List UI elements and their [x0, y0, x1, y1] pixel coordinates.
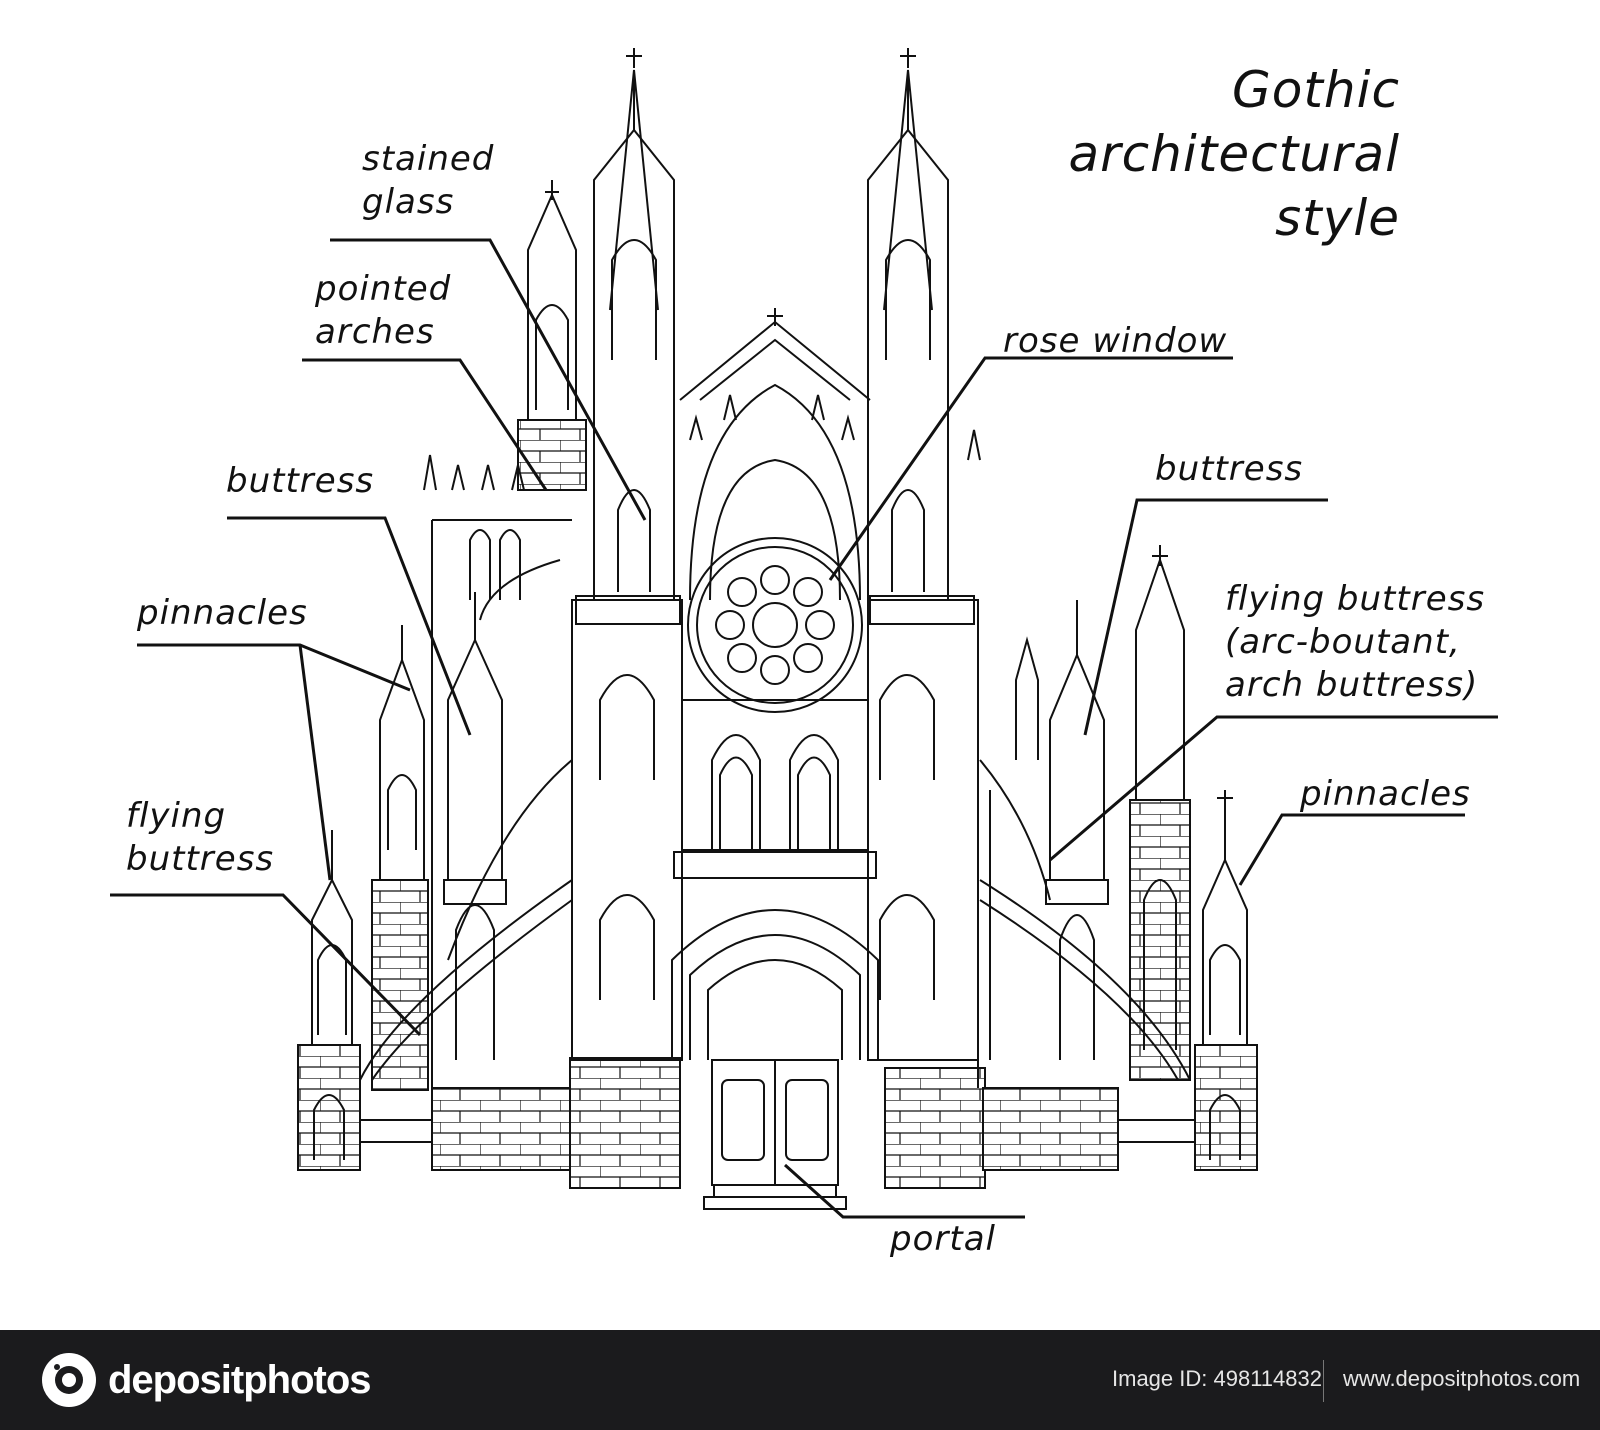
rose-petals	[715, 565, 835, 685]
title-line-2: architectural	[1068, 125, 1400, 183]
diagram-title: Gothic architectural style	[1068, 58, 1400, 250]
label-line: pinnacles	[1300, 774, 1471, 814]
label-line: pinnacles	[137, 593, 308, 633]
label-flying-buttress-left: flying buttress	[126, 795, 274, 881]
label-buttress-right: buttress	[1155, 448, 1303, 491]
label-buttress-left: buttress	[226, 460, 374, 503]
label-line: buttress	[226, 461, 375, 501]
brand-name: depositphotos	[108, 1357, 372, 1402]
footer-bar: depositphotos Image ID: 498114832 www.de…	[0, 1330, 1600, 1430]
label-line: buttress	[126, 839, 275, 879]
label-line: portal	[890, 1219, 996, 1259]
label-line: pointed	[315, 269, 452, 309]
label-line: rose window	[1003, 321, 1228, 361]
label-flying-buttress-right: flying buttress (arc-boutant, arch buttr…	[1225, 578, 1485, 707]
label-line: buttress	[1155, 449, 1304, 489]
title-line-3: style	[1275, 189, 1400, 247]
image-id: Image ID: 498114832	[1112, 1366, 1322, 1391]
brand: depositphotos	[40, 1352, 372, 1408]
label-line: arches	[315, 312, 435, 352]
label-pointed-arches: pointed arches	[315, 268, 451, 354]
label-line: arch buttress)	[1225, 665, 1479, 705]
label-line: stained	[362, 139, 495, 179]
cathedral-lines	[297, 48, 1258, 1210]
cathedral-illustration	[110, 48, 1498, 1219]
label-pinnacles-left: pinnacles	[137, 592, 308, 635]
label-line: glass	[362, 182, 455, 222]
label-stained-glass: stained glass	[362, 138, 494, 224]
label-portal: portal	[890, 1218, 996, 1261]
title-line-1: Gothic	[1231, 61, 1400, 119]
label-pinnacles-right: pinnacles	[1300, 773, 1471, 816]
label-rose-window: rose window	[1003, 320, 1227, 363]
label-line: flying	[126, 796, 227, 836]
label-line: (arc-boutant,	[1225, 622, 1461, 662]
site-url: www.depositphotos.com	[1343, 1366, 1581, 1391]
camera-logo-icon	[42, 1353, 96, 1407]
leader-lines	[110, 238, 1498, 1219]
label-line: flying buttress	[1225, 579, 1486, 619]
diagram-stage: Gothic architectural style stained glass…	[110, 48, 1498, 1261]
footer-divider	[1323, 1360, 1324, 1402]
